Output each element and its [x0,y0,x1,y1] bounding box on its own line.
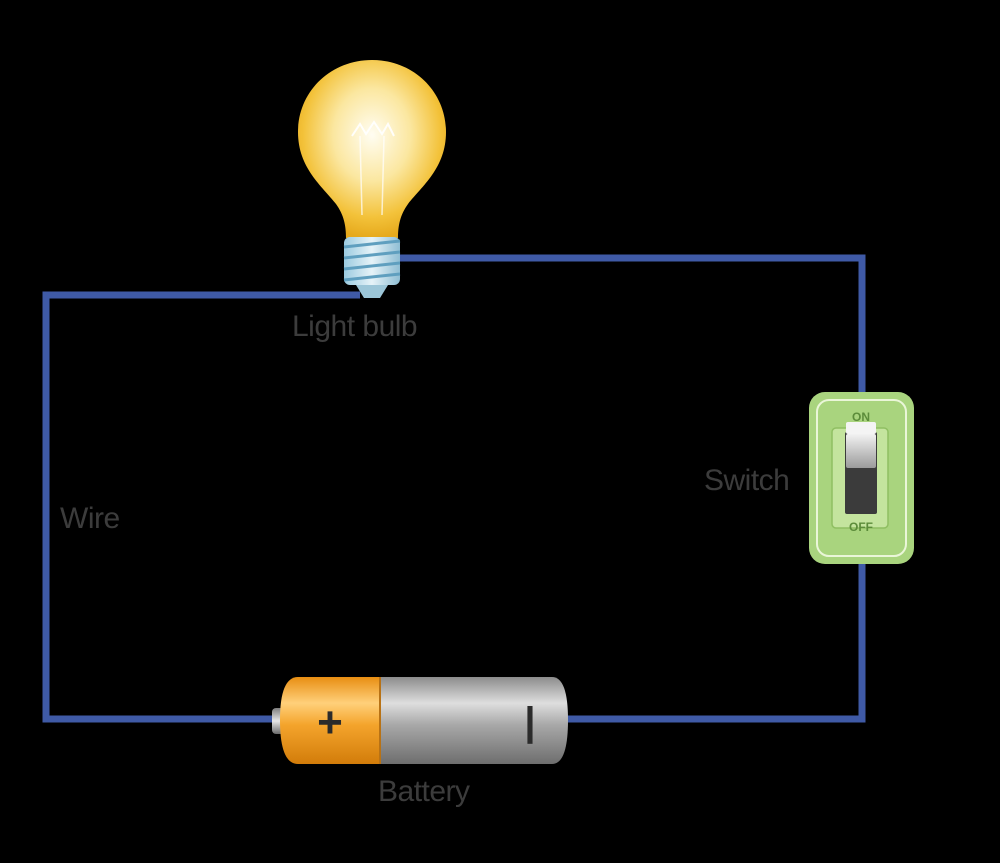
wire-switch-to-battery [566,562,866,723]
light-bulb-label: Light bulb [292,310,418,343]
battery-positive-sign: + [317,698,343,747]
switch-off-text: OFF [849,520,873,534]
wire-bulb-to-switch [395,254,866,393]
battery-negative-sign: | [524,700,535,744]
switch-on-text: ON [852,410,870,424]
switch-toggle [846,434,876,468]
light-bulb-icon [298,60,446,298]
battery-icon: + | [272,677,568,764]
wire-label: Wire [60,502,120,535]
wire [42,254,866,723]
switch-label: Switch [704,464,790,497]
toggle-switch-icon: ON OFF [809,392,914,564]
wire-battery-to-bulb [42,291,360,723]
battery-label: Battery [378,775,470,808]
